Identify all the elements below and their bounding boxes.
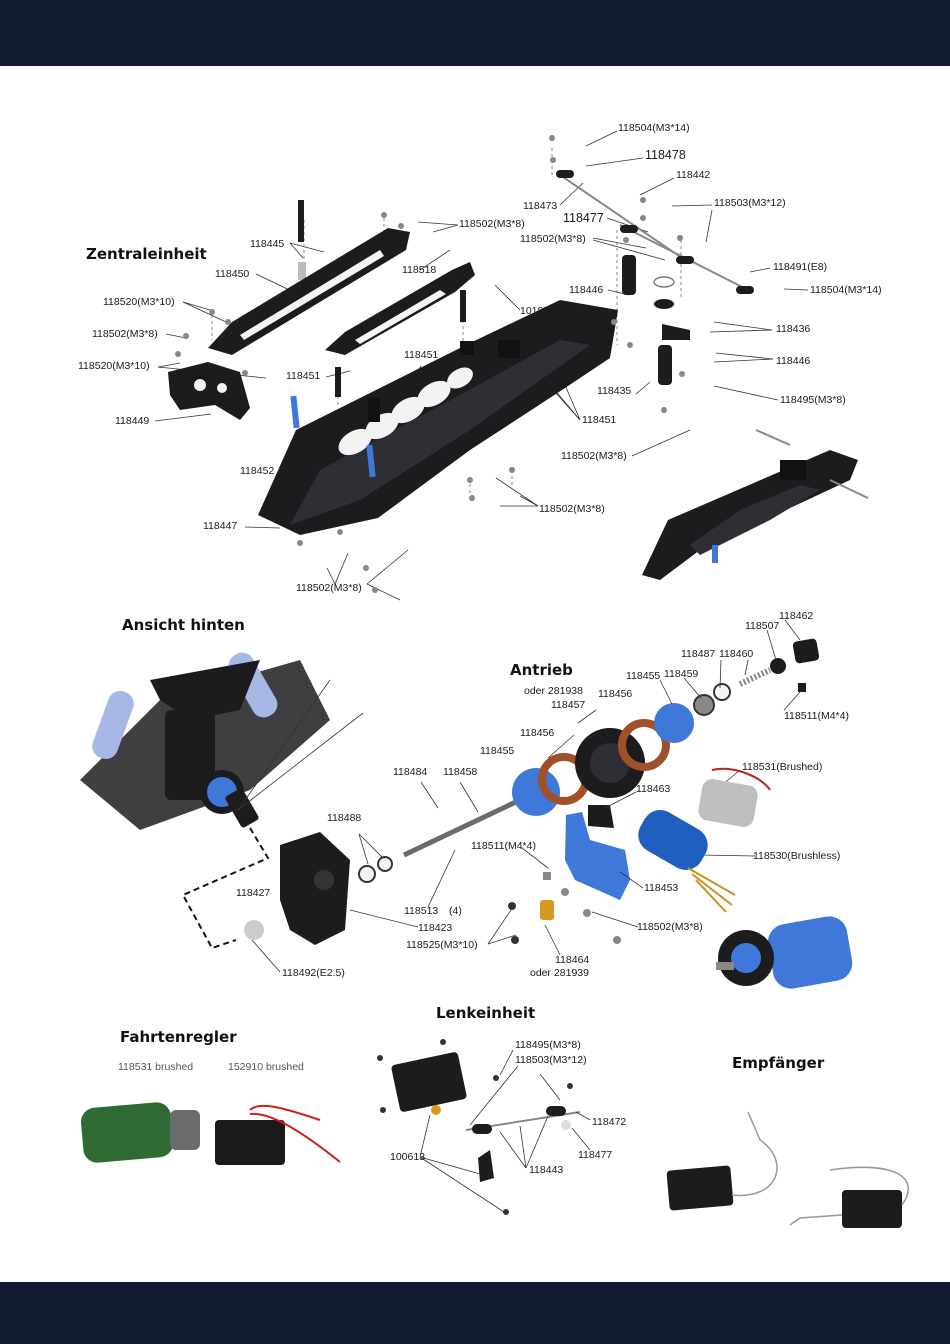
part-label: 118435 <box>597 385 632 397</box>
motor-brushed <box>698 767 771 827</box>
part-label: 118463 <box>636 783 671 795</box>
part-label: 118455 <box>626 670 661 682</box>
part-label: 118484 <box>393 766 428 778</box>
part-label: 118487 <box>681 648 716 660</box>
steering-linkage <box>556 170 754 385</box>
part-label: 118462 <box>779 610 814 622</box>
part-label: (4) <box>449 905 462 917</box>
receiver-photos <box>666 1111 909 1228</box>
part-label: 118457 <box>551 699 586 711</box>
rear-brace-118449 <box>168 362 250 420</box>
part-label: 118531(Brushed) <box>742 761 823 773</box>
part-label: 118507 <box>745 620 780 632</box>
part-label: 118477 <box>578 1149 613 1161</box>
part-label: 118453 <box>644 882 679 894</box>
part-label: 118477 <box>563 211 604 225</box>
bottom-banner <box>0 1282 950 1344</box>
motor-brushless <box>638 810 736 913</box>
section-title-lenkeinheit: Lenkeinheit <box>436 1004 536 1022</box>
part-label: 118502(M3*8) <box>561 450 627 462</box>
part-label: 118445 <box>250 238 285 250</box>
part-label: oder 281938 <box>524 685 583 697</box>
chassis-assembled-preview <box>642 429 869 580</box>
part-label: 118423 <box>418 922 453 934</box>
part-label: 118459 <box>664 668 699 680</box>
part-label: 118478 <box>645 148 686 162</box>
part-label: 118458 <box>443 766 478 778</box>
drivetrain-parts <box>244 638 820 945</box>
part-label: oder 281939 <box>530 967 589 979</box>
esc-label: 152910 brushed <box>228 1061 304 1073</box>
part-label: 118520(M3*10) <box>103 296 175 308</box>
part-label: 118503(M3*12) <box>714 197 786 209</box>
screws <box>175 135 685 593</box>
part-label: 118442 <box>676 169 711 181</box>
part-label: 118503(M3*12) <box>515 1054 587 1066</box>
part-label: 118464 <box>555 954 590 966</box>
part-label: 118472 <box>592 1116 627 1128</box>
part-label: 118446 <box>776 355 811 367</box>
upper-deck-118518 <box>325 262 475 355</box>
part-label: 118446 <box>569 284 604 296</box>
part-label: 118502(M3*8) <box>296 582 362 594</box>
part-label: 118451 <box>404 349 439 361</box>
part-label: 118443 <box>529 1164 564 1176</box>
part-label: 118504(M3*14) <box>810 284 882 296</box>
part-label: 118492(E2.5) <box>282 967 345 979</box>
part-label: 118447 <box>203 520 238 532</box>
part-label: 118427 <box>236 887 271 899</box>
part-label: 118488 <box>327 812 362 824</box>
chassis-posts <box>290 200 466 478</box>
part-label: 118450 <box>215 268 250 280</box>
part-label: 118520(M3*10) <box>78 360 150 372</box>
section-title-empfaenger: Empfänger <box>732 1054 825 1072</box>
part-label: 118495(M3*8) <box>780 394 846 406</box>
motor-mount-assembly <box>716 916 853 989</box>
part-label: 100613 <box>390 1151 426 1163</box>
section-title-fahrtenregler: Fahrtenregler <box>120 1028 237 1046</box>
part-label: 118502(M3*8) <box>459 218 525 230</box>
part-label: 118460 <box>719 648 754 660</box>
part-label: 118456 <box>598 688 633 700</box>
part-label: 118513 <box>404 905 439 917</box>
servo-parts <box>377 1039 581 1215</box>
chassis-plate <box>258 300 618 535</box>
part-label: 118502(M3*8) <box>520 233 586 245</box>
part-label: 118473 <box>523 200 558 212</box>
esc-label: 118531 brushed <box>118 1061 194 1073</box>
part-label: 118491(E8) <box>773 261 828 273</box>
section-title-ansicht-hinten: Ansicht hinten <box>122 616 245 634</box>
section-title-antrieb: Antrieb <box>510 661 573 679</box>
part-label: 118451 <box>582 414 617 426</box>
part-label: 118502(M3*8) <box>539 503 605 515</box>
part-label: 118455 <box>480 745 515 757</box>
part-label: 118511(M4*4) <box>784 710 849 722</box>
part-label: 118452 <box>240 465 275 477</box>
upper-deck-118450 <box>208 228 410 355</box>
rear-view-photo <box>80 652 364 830</box>
part-label: 118502(M3*8) <box>637 921 703 933</box>
section-title-zentraleinheit: Zentraleinheit <box>86 245 207 263</box>
esc-photos <box>80 1102 341 1165</box>
part-label: 118451 <box>286 370 321 382</box>
part-label: 118502(M3*8) <box>92 328 158 340</box>
part-label: 10185 <box>520 305 550 317</box>
part-label: 118436 <box>776 323 811 335</box>
part-label: 118456 <box>520 727 555 739</box>
part-label: 118511(M4*4) <box>471 840 536 852</box>
part-label: 118449 <box>115 415 150 427</box>
part-label: 118504(M3*14) <box>618 122 690 134</box>
part-label: 118495(M3*8) <box>515 1039 581 1051</box>
part-label: 118530(Brushless) <box>753 850 841 862</box>
part-label: 118525(M3*10) <box>406 939 478 951</box>
part-label: 118518 <box>402 264 437 276</box>
top-banner <box>0 0 950 66</box>
